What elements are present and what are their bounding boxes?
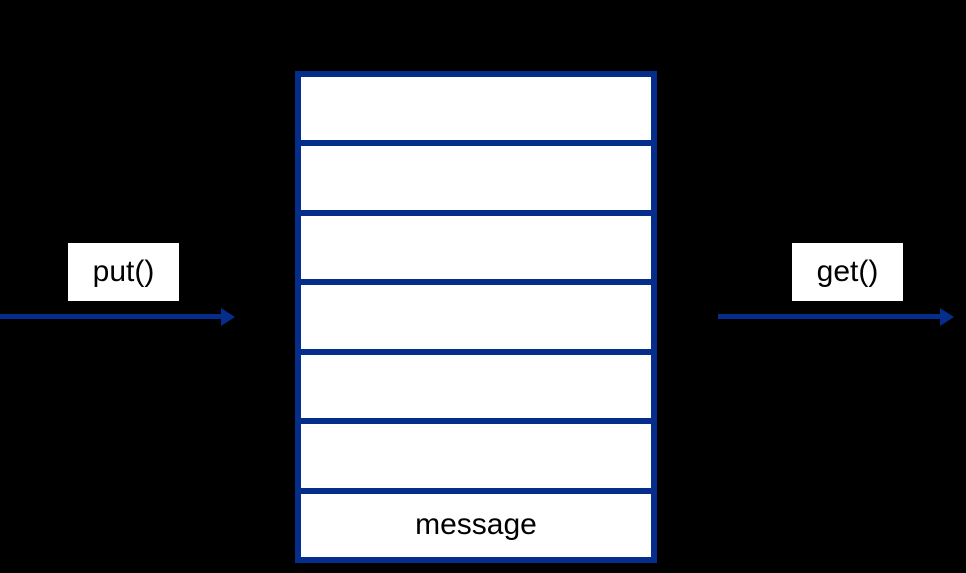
put-arrow-shaft — [0, 314, 221, 319]
queue-cell — [301, 424, 651, 488]
queue-cell — [301, 146, 651, 210]
get-label: get() — [792, 243, 903, 301]
get-arrow-shaft — [718, 314, 940, 319]
put-arrow-head-icon — [221, 308, 235, 326]
put-label: put() — [68, 243, 179, 301]
queue-cell — [301, 354, 651, 419]
queue-cell — [301, 77, 651, 141]
queue-cell — [301, 285, 651, 349]
message-queue: message — [295, 71, 657, 563]
get-arrow-head-icon — [940, 308, 954, 326]
queue-cell — [301, 215, 651, 280]
queue-cell-message: message — [301, 493, 651, 557]
